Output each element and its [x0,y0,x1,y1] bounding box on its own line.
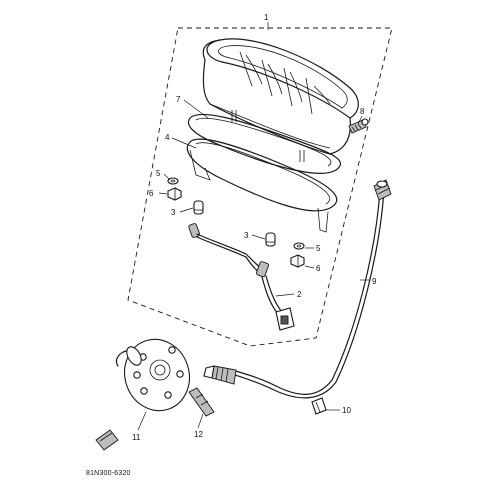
speedometer-cable [203,179,392,399]
callouts: 1 2 3 3 4 5 5 6 6 7 8 9 10 11 12 81N300-… [86,13,377,477]
callout-2: 2 [297,290,302,299]
callout-3-right: 3 [244,231,249,240]
callout-4: 4 [165,133,170,142]
assembly-boundary [127,27,393,347]
diagram-code: 81N300-6320 [86,470,131,477]
leader-lines [137,22,370,431]
callout-5-left: 5 [156,169,161,178]
callout-7: 7 [176,95,181,104]
callout-11: 11 [132,433,141,442]
speedometer-gear-unit [115,338,190,412]
mounting-bolt [348,118,369,134]
wire-harness [188,223,295,331]
callout-1: 1 [264,13,269,22]
nut-left [167,187,182,201]
gasket [186,138,338,233]
callout-8: 8 [360,107,365,116]
callout-6-left: 6 [149,189,154,198]
cable-clip [311,397,327,415]
small-bracket [95,429,119,451]
callout-5-right: 5 [316,244,321,253]
meter-housing [202,38,359,162]
callout-12: 12 [194,430,203,439]
lens-ring [187,113,342,174]
nut-right [290,254,305,268]
callout-9: 9 [372,277,377,286]
drive-pin [188,387,215,417]
callout-6-right: 6 [316,264,321,273]
callout-10: 10 [342,406,351,415]
bulb-left [193,200,204,215]
callout-3-left: 3 [171,208,176,217]
bulb-right [265,232,276,247]
washer-left [167,177,179,185]
washer-right [293,242,305,250]
